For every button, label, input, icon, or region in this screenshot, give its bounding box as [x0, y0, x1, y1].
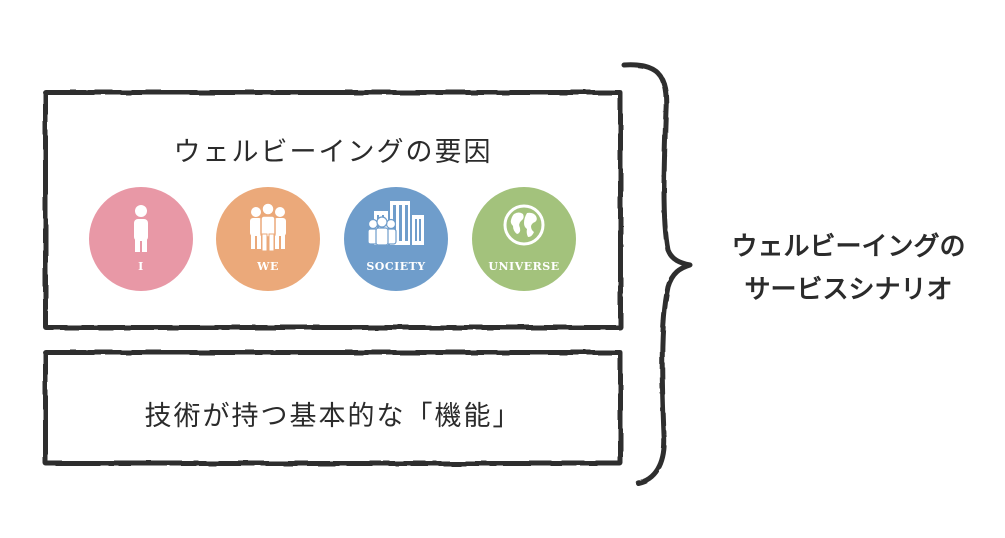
globe-icon: [503, 204, 545, 246]
factor-label-society: SOCIETY: [366, 260, 426, 273]
curly-brace: [621, 62, 693, 486]
person-icon: [134, 205, 148, 252]
basic-functions-box: [43, 350, 623, 466]
factor-universe: UNIVERSE: [472, 187, 576, 291]
service-scenario-line1: ウェルビーイングの: [731, 232, 966, 262]
factor-label-we: WE: [257, 260, 279, 273]
factor-society: SOCIETY: [344, 187, 448, 291]
factor-label-universe: UNIVERSE: [488, 260, 560, 273]
factor-label-i: I: [138, 260, 144, 273]
city-people-icon: [367, 201, 424, 246]
wellbeing-factors-title: ウェルビーイングの要因: [173, 137, 493, 168]
group-icon: [250, 202, 286, 252]
factor-we: WE: [216, 187, 320, 291]
wellbeing-factors-box: [43, 90, 623, 330]
service-scenario-line2: サービスシナリオ: [744, 275, 953, 305]
factor-i: I: [89, 187, 193, 291]
basic-functions-title: 技術が持つ基本的な「機能」: [144, 401, 522, 432]
service-scenario-label: ウェルビーイングの サービスシナリオ: [706, 226, 991, 312]
